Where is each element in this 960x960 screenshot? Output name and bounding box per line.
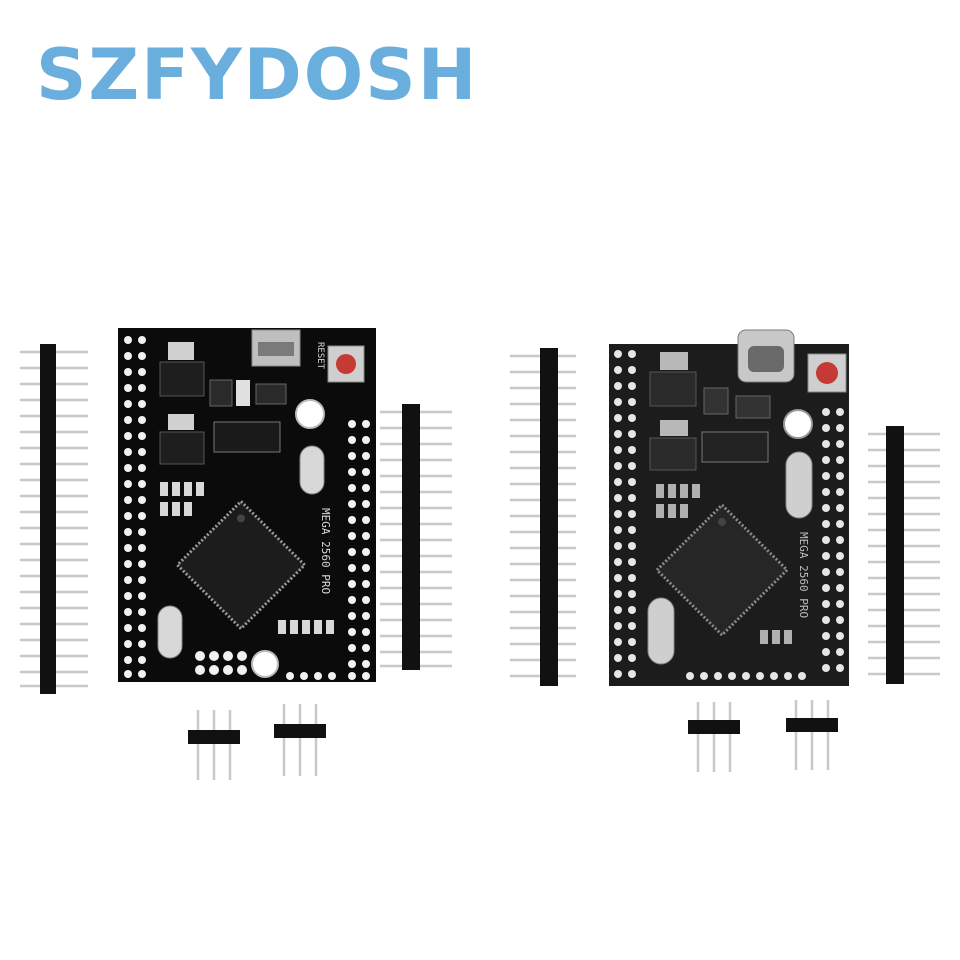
pin-header-short <box>274 704 326 776</box>
pin-pads-bottom <box>686 672 806 680</box>
pin-header-long <box>510 348 576 686</box>
usb-serial-chip <box>213 421 281 453</box>
crystal-oscillator <box>299 445 325 495</box>
reset-button-cap <box>336 354 356 374</box>
mounting-hole <box>783 409 813 439</box>
crystal-oscillator <box>157 605 183 659</box>
board-left: RESET MEGA 2560 PRO <box>118 328 376 682</box>
pin-pads-right <box>822 408 844 672</box>
model-label: MEGA 2560 PRO <box>319 508 332 594</box>
pin-header-short <box>786 700 838 770</box>
pin-pads-right <box>348 420 370 680</box>
model-label: MEGA 2560 PRO <box>797 532 810 618</box>
mounting-hole <box>251 650 279 678</box>
mcu-chip <box>654 502 790 638</box>
crystal-oscillator <box>785 451 813 519</box>
brand-logo-text: SZFYDOSH <box>36 34 479 116</box>
mounting-hole <box>295 399 325 429</box>
pin-header-long <box>20 344 88 694</box>
pin-header-long <box>868 426 940 684</box>
reset-button-cap <box>816 362 838 384</box>
pin-header-short <box>188 710 240 780</box>
reset-label: RESET <box>315 342 325 370</box>
board-right: MEGA 2560 PRO <box>609 329 849 686</box>
usb-serial-chip <box>701 431 769 463</box>
pin-header-long <box>380 404 452 670</box>
pin-pads-left <box>614 350 636 678</box>
crystal-oscillator <box>647 597 675 665</box>
pin-header-short <box>688 702 740 772</box>
pin-pads-bottom <box>195 651 336 680</box>
pin-pads-left <box>124 336 146 678</box>
